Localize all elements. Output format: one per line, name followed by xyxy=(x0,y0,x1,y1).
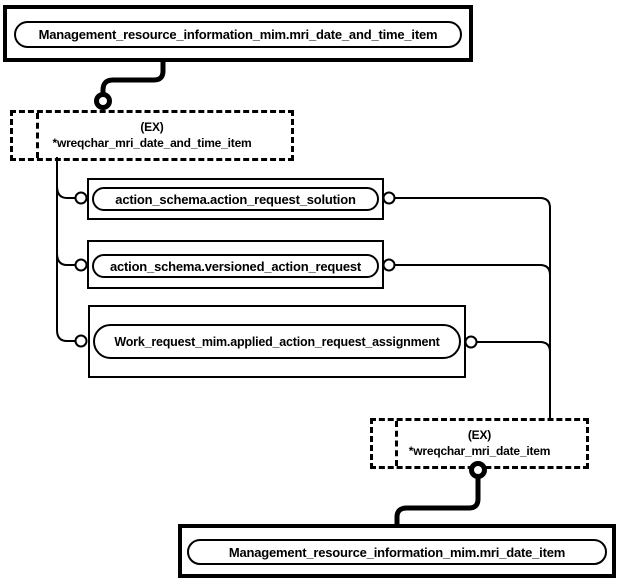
ref-node-wreqchar-mri-date-item: (EX) *wreqchar_mri_date_item xyxy=(370,418,589,469)
ref-divider xyxy=(36,113,39,158)
left-branch-a xyxy=(56,185,75,199)
entity-stadium: Work_request_mim.applied_action_request_… xyxy=(93,324,461,359)
open-circle-top xyxy=(94,92,112,110)
entity-stadium: Management_resource_information_mim.mri_… xyxy=(14,21,462,48)
open-circle-left-a xyxy=(74,191,88,205)
entity-label: Management_resource_information_mim.mri_… xyxy=(38,27,438,42)
entity-node-versioned-action-request: action_schema.versioned_action_request xyxy=(87,240,384,289)
right-line-b xyxy=(395,264,551,276)
entity-node-applied-action-request-assignment: Work_request_mim.applied_action_request_… xyxy=(88,305,466,378)
entity-label: action_schema.versioned_action_request xyxy=(109,258,362,274)
open-circle-right-a xyxy=(382,191,396,205)
entity-label: Work_request_mim.applied_action_request_… xyxy=(114,334,440,349)
entity-stadium: Management_resource_information_mim.mri_… xyxy=(187,539,607,565)
open-circle-right-b xyxy=(382,258,396,272)
entity-node-action-request-solution: action_schema.action_request_solution xyxy=(87,178,384,220)
left-spine xyxy=(56,157,75,342)
ref-name: *wreqchar_mri_date_and_time_item xyxy=(52,135,252,150)
entity-stadium: action_schema.action_request_solution xyxy=(92,187,379,211)
open-circle-right-c xyxy=(464,335,478,349)
entity-node-mri-date-and-time-item: Management_resource_information_mim.mri_… xyxy=(3,5,473,62)
entity-label: action_schema.action_request_solution xyxy=(115,191,356,207)
entity-label: Management_resource_information_mim.mri_… xyxy=(228,544,566,560)
open-circle-left-b xyxy=(74,258,88,272)
ref-divider xyxy=(395,421,398,466)
thick-connector-bottom xyxy=(394,478,481,525)
entity-node-mri-date-item: Management_resource_information_mim.mri_… xyxy=(178,524,616,578)
entity-stadium: action_schema.versioned_action_request xyxy=(92,254,379,278)
right-line-c xyxy=(477,341,551,353)
left-branch-b xyxy=(56,252,75,266)
ref-name: *wreqchar_mri_date_item xyxy=(408,443,551,458)
ref-prefix: (EX) xyxy=(140,119,164,134)
open-circle-left-c xyxy=(74,334,88,348)
ref-node-wreqchar-mri-date-and-time-item: (EX) *wreqchar_mri_date_and_time_item xyxy=(10,110,294,161)
ref-prefix: (EX) xyxy=(467,427,492,442)
thick-connector-top xyxy=(100,59,166,94)
